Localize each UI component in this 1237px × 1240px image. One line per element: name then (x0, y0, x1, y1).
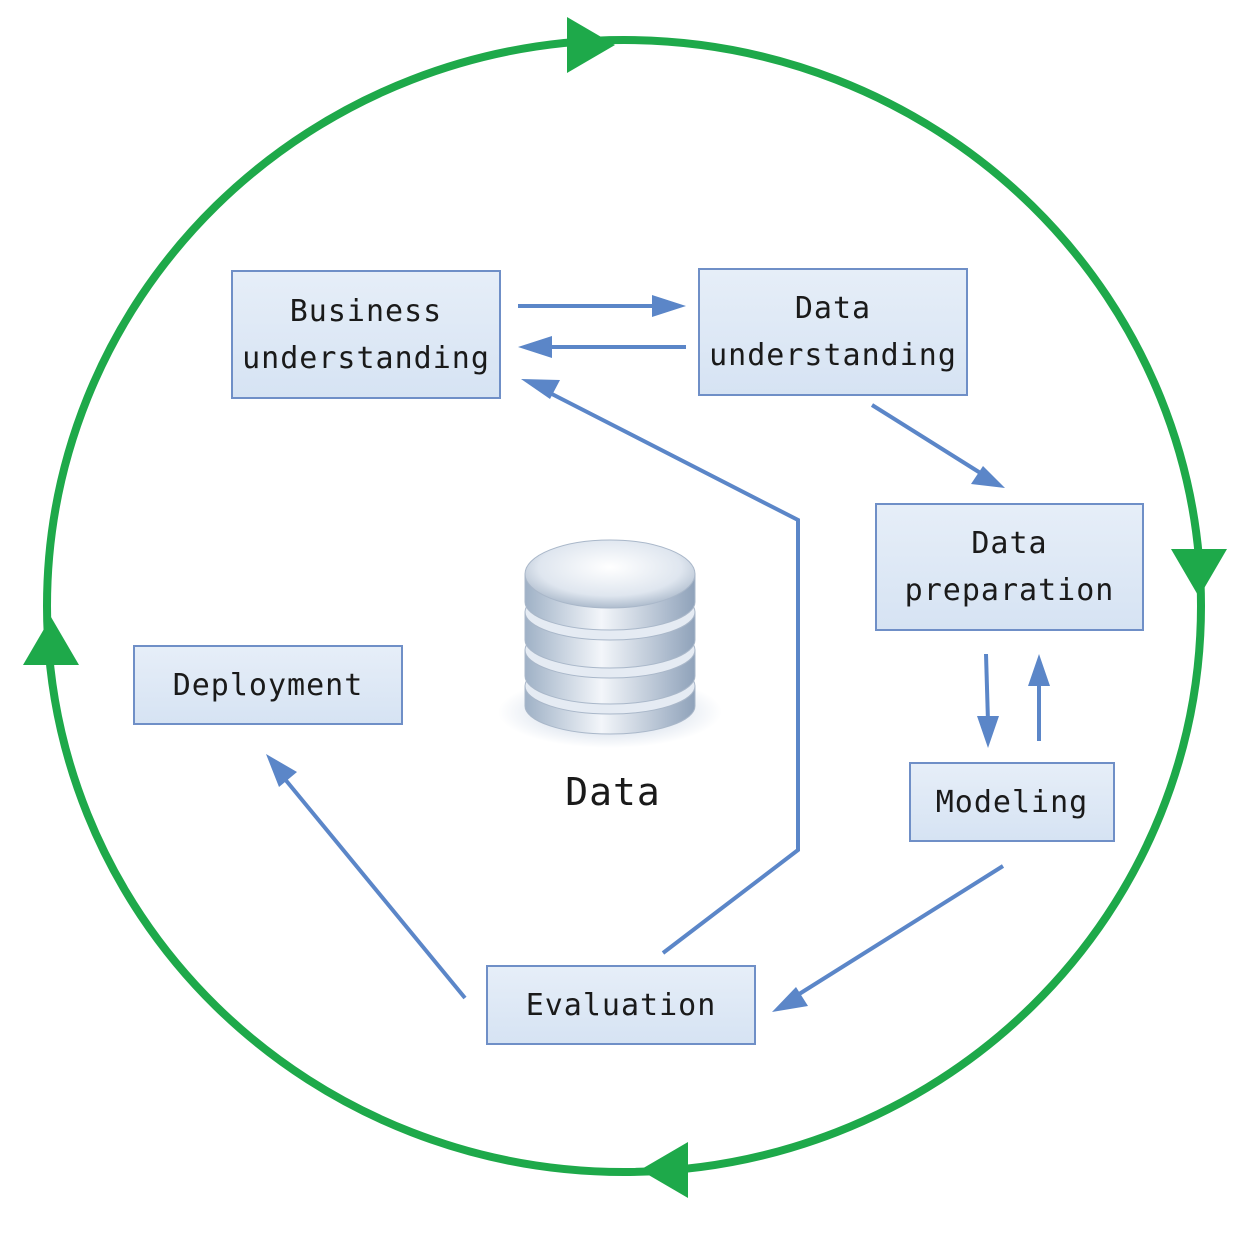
cycle-arrowhead-top (567, 17, 615, 73)
arrowhead-modeling-to-preparation (1028, 654, 1050, 686)
arrowhead-data-to-business (518, 336, 552, 358)
stage-business-understanding: Business understanding (231, 270, 501, 399)
stage-data-understanding: Data understanding (698, 268, 968, 396)
arrow-evaluation-to-deployment (282, 776, 467, 1000)
arrowhead-evaluation-to-deployment (266, 754, 297, 787)
stage-data-preparation: Data preparation (875, 503, 1144, 631)
arrowhead-evaluation-to-business (521, 379, 560, 399)
stage-label: Deployment (172, 667, 364, 703)
cycle-arrowhead-bottom (640, 1142, 688, 1198)
arrowhead-preparation-to-modeling (977, 716, 999, 748)
database-label: Data (565, 770, 661, 814)
arrowhead-modeling-to-evaluation (772, 987, 808, 1012)
flow-arrows (282, 304, 1041, 1000)
arrow-data-to-preparation (870, 403, 984, 476)
stage-label: Data preparation (904, 526, 1115, 608)
cycle-arrowhead-left (23, 617, 79, 665)
stage-label: Evaluation (525, 987, 717, 1023)
arrowhead-business-to-data (652, 295, 686, 317)
arrow-evaluation-to-business (547, 390, 800, 955)
stage-deployment: Deployment (133, 645, 403, 725)
arrowhead-data-to-preparation (971, 466, 1005, 488)
arrow-preparation-to-modeling (984, 653, 990, 723)
stage-evaluation: Evaluation (486, 965, 756, 1045)
stage-label: Modeling (935, 784, 1089, 820)
stage-modeling: Modeling (909, 762, 1115, 842)
outer-cycle-ring (43, 36, 1205, 1176)
stage-label: Data understanding (709, 291, 957, 373)
database-icon (498, 539, 722, 748)
cycle-arrowhead-right (1171, 549, 1227, 597)
stage-label: Business understanding (242, 293, 490, 376)
arrow-modeling-to-evaluation (794, 864, 1005, 998)
flow-arrowheads (266, 295, 1050, 1012)
